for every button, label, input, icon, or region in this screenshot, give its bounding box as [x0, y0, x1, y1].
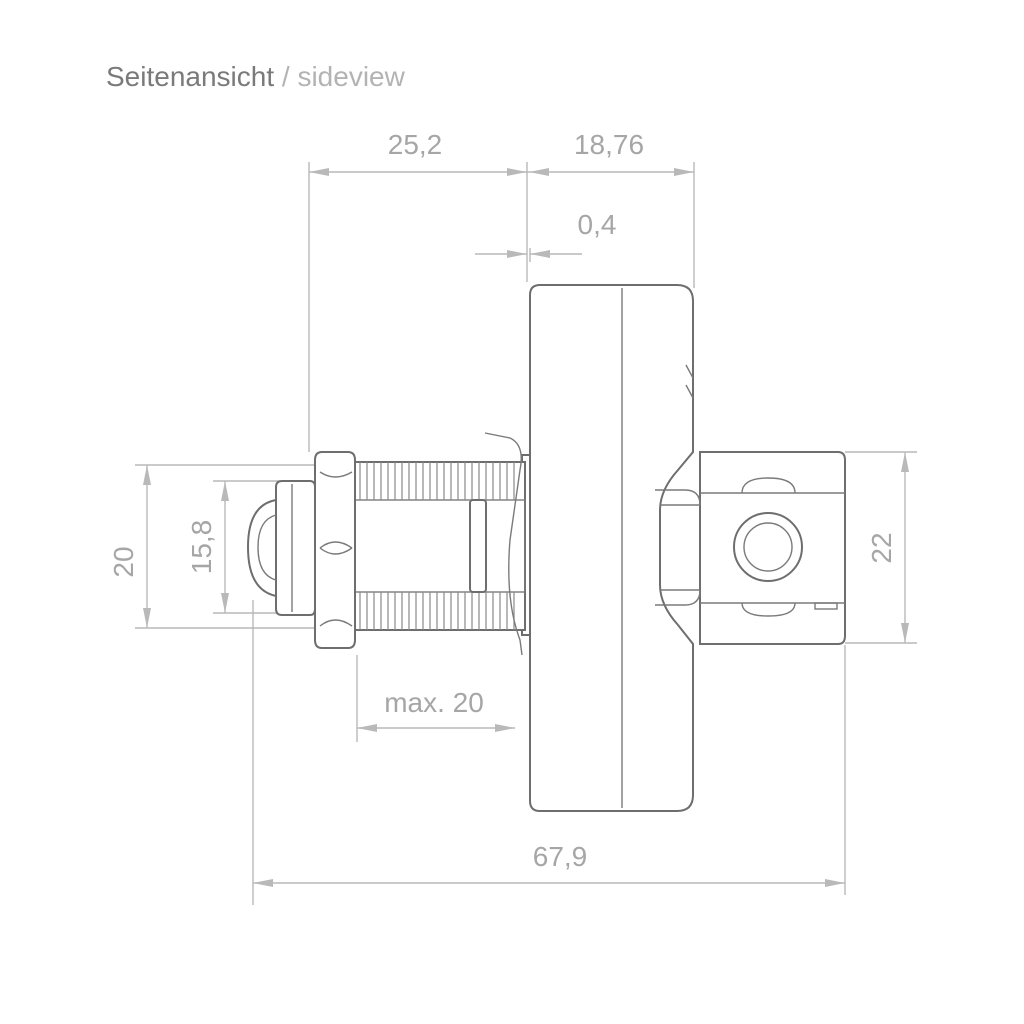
dim-label-22: 22: [866, 532, 897, 563]
dim-label-20: 20: [108, 546, 139, 577]
dim-label-67-9: 67,9: [533, 841, 588, 872]
dim-label-max-20: max. 20: [384, 687, 484, 718]
hex-nut: [314, 451, 356, 649]
front-collar: [275, 480, 316, 616]
thread-pattern: [359, 462, 515, 630]
title-separator: /: [274, 61, 297, 92]
drawing-title: Seitenansicht / sideview: [106, 61, 406, 92]
dim-label-25-2: 25,2: [388, 129, 443, 160]
dim-label-0-4: 0,4: [578, 209, 617, 240]
threaded-shaft: [354, 461, 526, 631]
spring-clip: [484, 432, 523, 656]
plunger-head: [246, 498, 277, 598]
dim-label-18-76: 18,76: [574, 129, 644, 160]
title-sub: sideview: [297, 61, 405, 92]
dimension-lines: [135, 162, 917, 905]
housing: [529, 284, 694, 812]
dim-label-15-8: 15,8: [186, 520, 217, 575]
part-outline: [246, 284, 846, 812]
title-main: Seitenansicht: [106, 61, 274, 92]
